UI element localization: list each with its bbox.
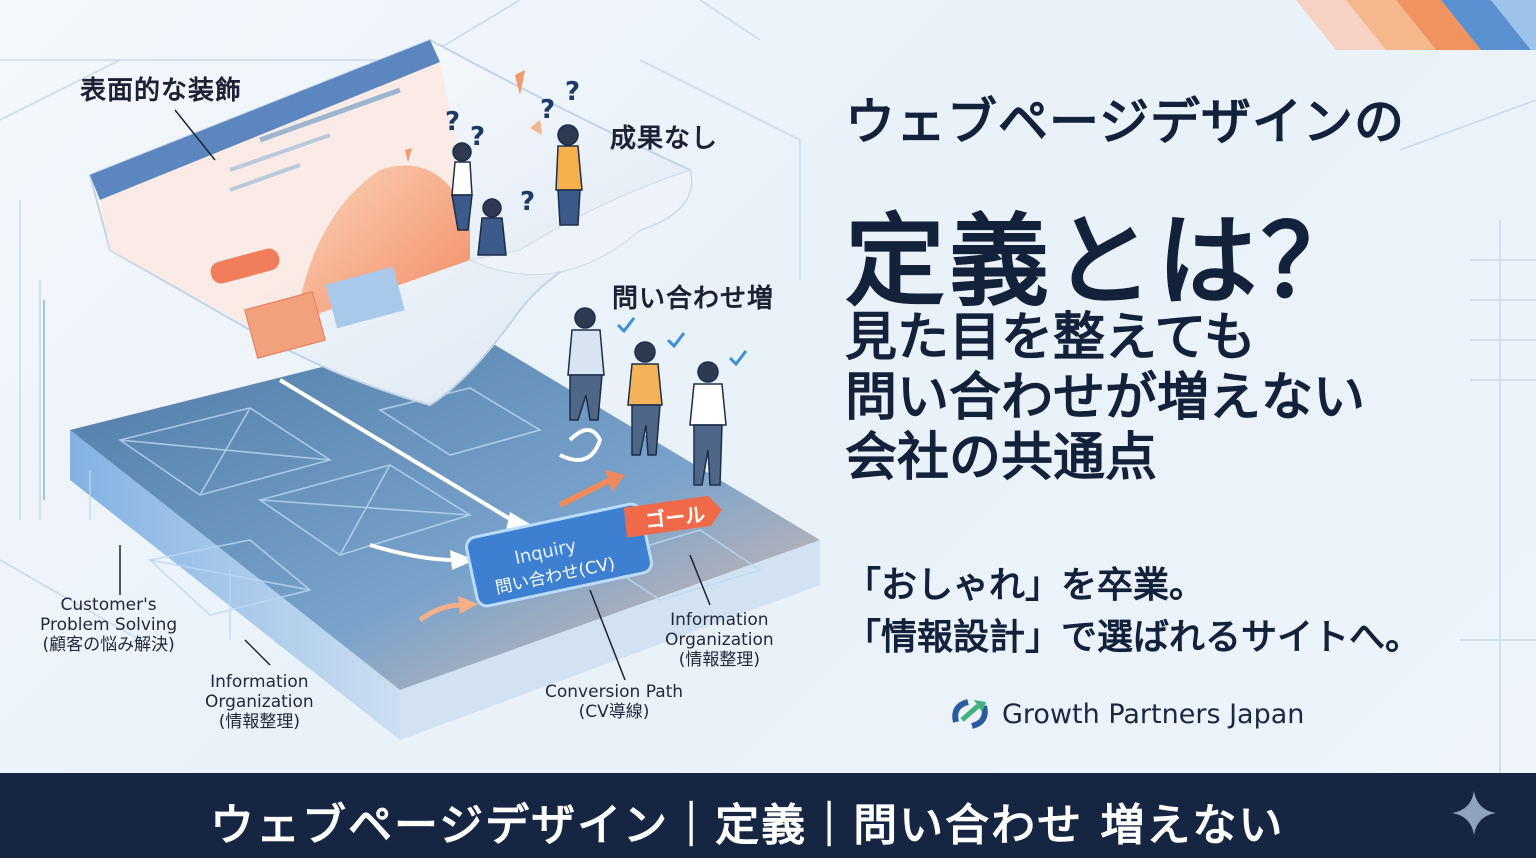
confetti-shapes [405,70,542,162]
label-no-result: 成果なし [610,124,719,154]
stripe [1441,0,1531,50]
headline-subtitle-line: 会社の共通点 [845,428,1158,488]
svg-text:?: ? [520,187,535,217]
corner-color-stripes [1296,0,1536,50]
callout-lines [119,109,711,681]
brand-lockup: Growth Partners Japan [948,694,1304,734]
growth-arrows-logo-icon [952,699,988,729]
headline-subtitle-line: 見た目を整えても [845,308,1256,368]
sub-copy-line: 「おしゃれ」を卒業。 [845,565,1206,606]
headline-subtitle: 見た目を整えても 問い合わせが増えない 会社の共通点 [845,308,1365,488]
footer-bar: ウェブページデザイン｜定義｜問い合わせ 増えない [0,773,1536,858]
label-surface-decoration: 表面的な装飾 [80,76,243,106]
check-mark-icons [616,317,748,367]
stripe [1346,0,1436,50]
goal-badge: ゴール [623,495,722,538]
stripe [1491,0,1536,50]
label-information-organization-right: Information Organization (情報整理) [665,610,774,670]
brand-name: Growth Partners Japan [1002,698,1305,730]
headline-subtitle-line: 問い合わせが増えない [845,368,1366,428]
label-conversion-path: Conversion Path (CV導線) [545,682,684,722]
label-more-inquiries: 問い合わせ増 [612,284,775,314]
sparkle-icon [1452,791,1496,835]
svg-text:?: ? [470,122,485,152]
headline-line-1: ウェブページデザインの [845,93,1405,151]
svg-text:?: ? [565,77,580,107]
sub-copy: 「おしゃれ」を卒業。 「情報設計」で選ばれるサイトへ。 [845,560,1421,664]
confused-people [451,124,583,256]
question-mark-icons: ? ? ? ? ? [445,77,580,217]
stripe [1296,0,1386,50]
headline-main: 定義とは？ [845,203,1365,320]
label-information-organization-left: Information Organization (情報整理) [205,672,314,732]
website-structure-illustration: Inquiry 問い合わせ(CV) ゴール [70,38,820,740]
svg-text:?: ? [540,95,555,125]
happy-people [567,307,727,486]
wireframe-platform [70,330,820,740]
label-customer-problem-solving: Customer's Problem Solving (顧客の悩み解決) [40,595,178,655]
footer-keywords: ウェブページデザイン｜定義｜問い合わせ 増えない [210,800,1285,851]
stripe [1396,0,1481,50]
svg-text:?: ? [445,107,460,137]
sub-copy-line: 「情報設計」で選ばれるサイトへ。 [845,617,1422,658]
